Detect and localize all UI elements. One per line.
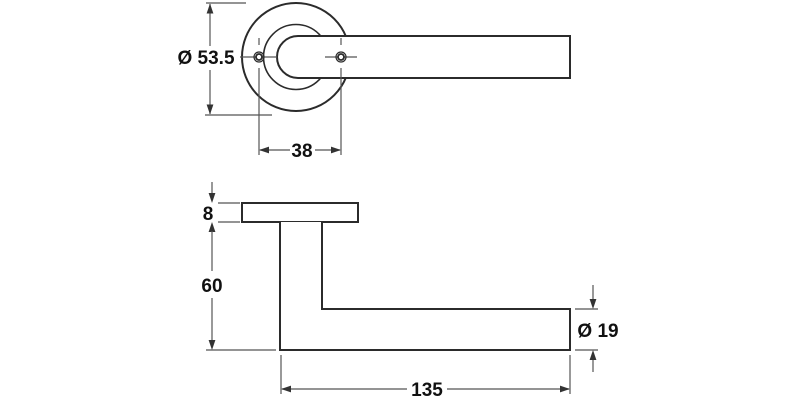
front-view: Ø 53.5 38 bbox=[177, 2, 571, 162]
right-screw-hole bbox=[335, 51, 347, 63]
handle-height-label: 60 bbox=[201, 276, 222, 297]
handle-side-profile bbox=[279, 222, 571, 351]
arrow-left-icon bbox=[281, 385, 291, 393]
rose-diameter-label: Ø 53.5 bbox=[177, 48, 234, 69]
left-screw-hole bbox=[253, 51, 265, 63]
dimension-hole-spacing: 38 bbox=[259, 141, 341, 162]
side-view: 8 60 Ø 19 bbox=[201, 182, 619, 400]
right-screw-hole-outer bbox=[335, 51, 347, 63]
screw-hole-spacing-label: 38 bbox=[291, 141, 312, 162]
arrow-up-icon bbox=[206, 3, 214, 14]
arrow-down-icon bbox=[208, 193, 216, 203]
lever-bar-front bbox=[298, 35, 571, 79]
arrow-down-icon bbox=[206, 104, 214, 115]
dimension-rose-thickness: 8 bbox=[203, 182, 240, 225]
dimension-lever-diameter: Ø 19 bbox=[575, 285, 619, 372]
arrow-up-icon bbox=[208, 222, 216, 232]
dimension-rose-diameter: Ø 53.5 bbox=[177, 2, 272, 116]
arrow-right-icon bbox=[560, 385, 570, 393]
dimension-lever-length: 135 bbox=[280, 355, 571, 400]
dimension-handle-height: 60 bbox=[201, 222, 276, 351]
rose-thickness-label: 8 bbox=[203, 204, 214, 225]
lever-diameter-label: Ø 19 bbox=[577, 321, 618, 342]
rose-side-profile bbox=[241, 202, 359, 223]
right-screw-hole-inner bbox=[337, 53, 345, 61]
arrow-left-icon bbox=[259, 146, 269, 154]
arrow-right-icon bbox=[331, 146, 341, 154]
arrow-down-icon bbox=[208, 340, 216, 350]
arrow-down-icon bbox=[589, 299, 597, 309]
lever-length-label: 135 bbox=[411, 380, 443, 400]
left-screw-hole-outer bbox=[253, 51, 265, 63]
left-screw-hole-inner bbox=[255, 53, 263, 61]
arrow-up-icon bbox=[589, 350, 597, 360]
